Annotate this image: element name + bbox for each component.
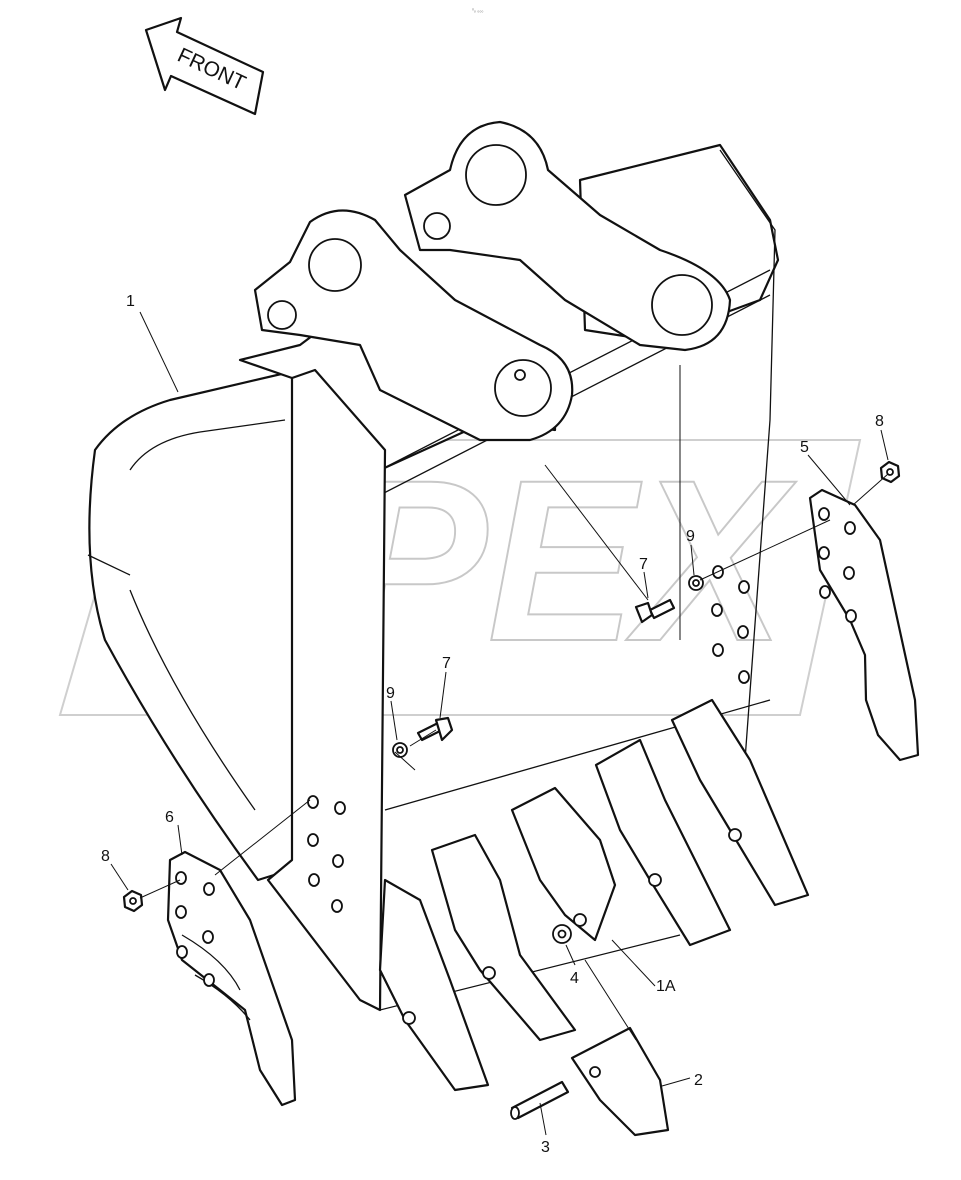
washer-left — [392, 742, 408, 758]
bucket-teeth — [378, 698, 810, 1092]
right-side-cutter — [808, 488, 920, 762]
callout-9-left: 9 — [386, 685, 395, 702]
corner-mark: ⁰ₒ ₀₀₀ — [472, 8, 484, 14]
callout-7-right: 7 — [639, 556, 648, 573]
callout-1: 1 — [126, 293, 135, 310]
front-arrow: FRONT — [144, 16, 265, 116]
right-boss-plate — [403, 120, 732, 352]
callout-labels: 1 1A 2 3 4 5 6 7 7 8 8 9 9 — [101, 293, 884, 1156]
callout-7-left: 7 — [442, 655, 451, 672]
pin-washer — [552, 924, 572, 944]
bolt-right — [634, 598, 676, 624]
tooth-pin — [510, 1080, 570, 1120]
callout-5: 5 — [800, 439, 809, 456]
left-boss-plate — [253, 209, 574, 442]
bolt-left — [416, 716, 454, 742]
detached-tooth — [570, 1026, 670, 1137]
callout-8-left: 8 — [101, 848, 110, 865]
nut-left — [122, 889, 144, 913]
leader-lines — [110, 311, 889, 1136]
callout-1a: 1A — [656, 978, 676, 995]
nut-right — [879, 460, 901, 484]
left-side-cutter — [166, 850, 297, 1107]
bucket-side-holes — [307, 565, 750, 913]
callout-9-right: 9 — [686, 528, 695, 545]
callout-3: 3 — [541, 1139, 550, 1156]
callout-6: 6 — [165, 809, 174, 826]
callout-4: 4 — [570, 970, 579, 987]
washer-right — [688, 575, 704, 591]
callout-2: 2 — [694, 1072, 703, 1089]
callout-8-right: 8 — [875, 413, 884, 430]
